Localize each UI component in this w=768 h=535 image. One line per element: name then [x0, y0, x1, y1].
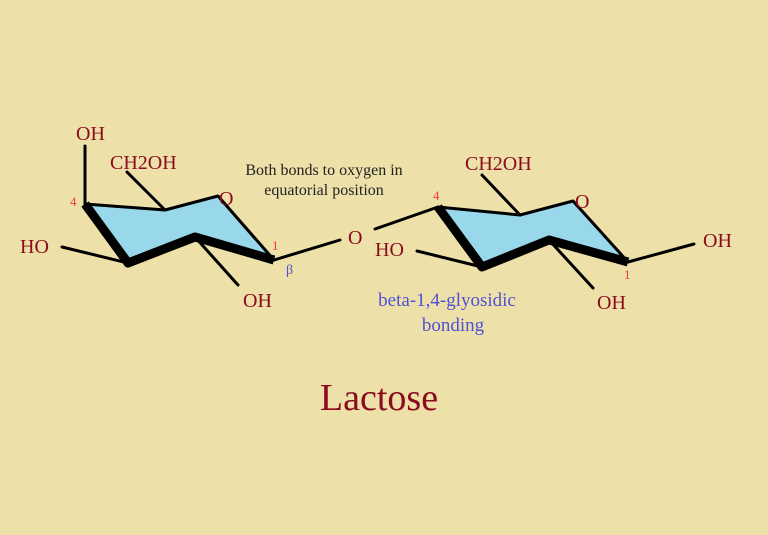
right-c2-oh-bond	[547, 238, 595, 290]
bridge-oxygen: O	[348, 227, 362, 249]
right-ch2oh-bond	[480, 173, 522, 217]
right-ch2oh: CH2OH	[465, 153, 532, 175]
left-c3-ho: HO	[20, 236, 49, 258]
right-glucose-ring: CH2OH O HO OH OH 1 4	[373, 153, 732, 314]
left-ch2oh: CH2OH	[110, 152, 177, 174]
glycosidic-bond-right	[373, 205, 440, 231]
annotation-line-1: Both bonds to oxygen in	[245, 162, 402, 179]
right-c1-oh-bond	[626, 242, 696, 264]
right-c4-number: 4	[433, 188, 440, 203]
annotation-line-2: equatorial position	[264, 182, 384, 199]
right-c1-number: 1	[624, 267, 631, 282]
glycosidic-bond-left	[272, 238, 342, 262]
right-ring-oxygen: O	[575, 191, 589, 213]
right-c3-ho-bond	[415, 249, 484, 269]
left-c3-ho-bond	[60, 245, 130, 265]
left-c2-oh: OH	[243, 290, 272, 312]
right-c1-oh: OH	[703, 230, 732, 252]
linkage-label-line-1: beta-1,4-glyosidic	[378, 290, 516, 311]
left-c4-oh: OH	[76, 123, 105, 145]
linkage-label-line-2: bonding	[422, 315, 485, 336]
left-ring-oxygen: O	[219, 188, 233, 210]
left-ch2oh-bond	[125, 170, 167, 212]
left-c2-oh-bond	[193, 235, 240, 287]
right-c2-oh: OH	[597, 292, 626, 314]
left-ring-front-edge	[81, 201, 276, 268]
left-c4-number: 4	[70, 194, 77, 209]
beta-anomer-label: β	[286, 263, 293, 278]
right-ring-front-edge	[434, 204, 630, 272]
left-c1-number: 1	[272, 238, 279, 253]
left-galactose-ring: OH CH2OH O HO OH 1 4 β	[20, 123, 342, 312]
diagram-title: Lactose	[320, 377, 438, 419]
right-c3-ho: HO	[375, 239, 404, 261]
